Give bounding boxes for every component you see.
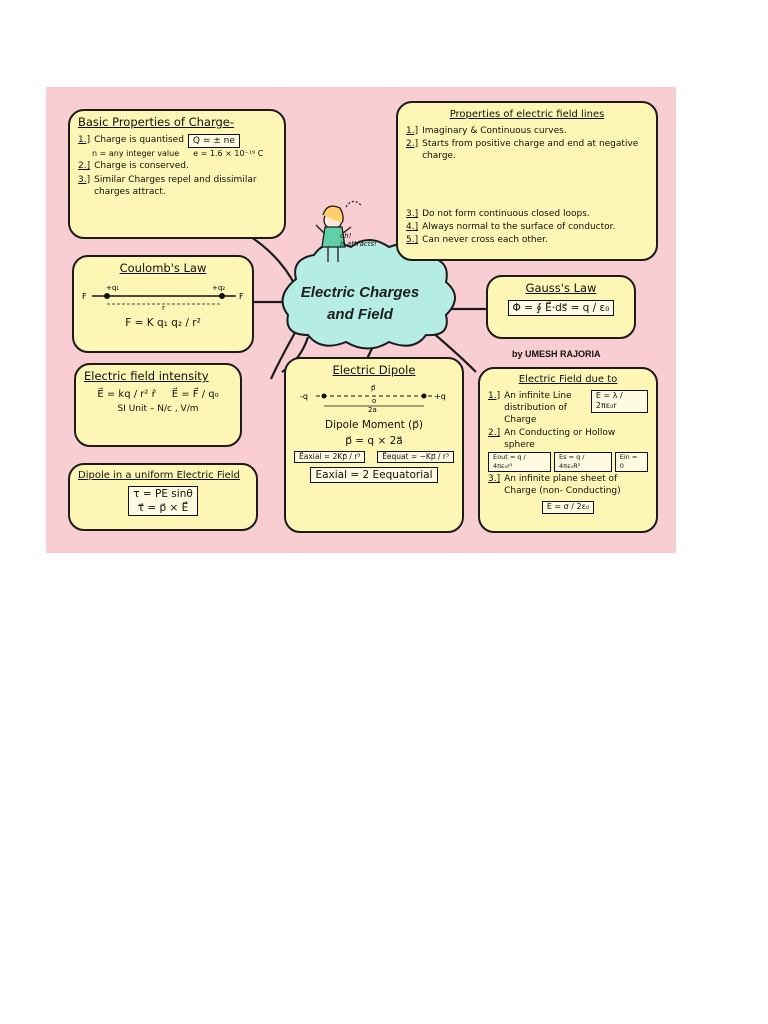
item-text: Starts from positive charge and end at n… — [422, 138, 639, 161]
field-intensity-title: Electric field intensity — [84, 369, 209, 383]
sphere-outside-formula: Eout = q / 4πε₀r² — [488, 452, 552, 472]
right-force-label: F — [239, 292, 244, 301]
intensity-formula-2: E⃗ = F⃗ / q₀ — [171, 388, 219, 400]
positive-charge-label: +q — [434, 392, 446, 401]
plane-sheet-formula: E = σ / 2ε₀ — [541, 501, 595, 514]
origin-label: o — [372, 397, 376, 405]
field-intensity-formulas: E⃗ = kq / r² r̂ E⃗ = F⃗ / q₀ — [84, 388, 232, 402]
torque-formula-vector: τ⃗ = p⃗ × E⃗ — [137, 501, 189, 514]
central-cloud — [281, 239, 456, 350]
item-number: 2.] — [406, 138, 419, 149]
speech-line-2: it attracts! — [340, 240, 377, 249]
item-number: 1.] — [78, 134, 91, 145]
coulomb-card: Coulomb's Law F F +q₁ +q₂ r F = K q₁ q₂ … — [72, 255, 254, 353]
dipole-title: Electric Dipole — [332, 363, 416, 377]
item-number: 1.] — [406, 125, 419, 136]
item-number: 3.] — [406, 208, 419, 219]
coulomb-formula: F = K q₁ q₂ / r² — [125, 316, 201, 329]
girl-illustration — [315, 200, 362, 262]
coulomb-title: Coulomb's Law — [119, 261, 207, 275]
line-charge-formula: E = λ / 2πε₀r — [590, 389, 648, 414]
gauss-title: Gauss's Law — [525, 281, 597, 295]
central-title-line-1: Electric Charges — [300, 284, 420, 301]
mind-map-poster: + − + — [46, 87, 676, 553]
item-number: 4.] — [406, 222, 419, 233]
coulomb-diagram: F F +q₁ +q₂ r — [82, 284, 244, 312]
central-topic: Electric Charges and Field — [280, 282, 440, 326]
field-line-item-2: 2.] Starts from positive charge and end … — [406, 138, 648, 162]
uniform-field-card: Dipole in a uniform Electric Field τ = P… — [68, 463, 258, 531]
field-line-item-1: 1.] Imaginary & Continuous curves. — [406, 125, 648, 137]
field-due-to-title: Electric Field due to — [518, 374, 618, 385]
left-force-label: F — [82, 292, 87, 301]
field-line-item-5: 5.] Can never cross each other. — [406, 234, 648, 246]
field-lines-title: Properties of electric field lines — [449, 109, 605, 120]
q2-label: +q₂ — [212, 284, 225, 292]
item-number: 5.] — [406, 235, 419, 246]
item-text: Similar Charges repel and dissimilar cha… — [94, 174, 257, 197]
item-number: 1.] — [488, 390, 501, 401]
basic-properties-card: Basic Properties of Charge- 1.] Charge i… — [68, 109, 286, 239]
field-line-item-4: 4.] Always normal to the surface of cond… — [406, 221, 648, 233]
item-number: 3.] — [488, 473, 501, 484]
item-text: Can never cross each other. — [422, 235, 548, 246]
item-text: Imaginary & Continuous curves. — [422, 125, 567, 136]
dipole-card: Electric Dipole -q +q p⃗ o 2a Dipole Mom… — [284, 357, 464, 533]
basic-properties-title: Basic Properties of Charge- — [78, 115, 235, 129]
separation-label: 2a — [368, 406, 377, 412]
quantisation-formula: Q = ± ne — [187, 133, 240, 148]
e-value: e = 1.6 × 10⁻¹⁹ C — [193, 148, 264, 158]
property-item-1: 1.] Charge is quantised Q = ± ne — [78, 133, 276, 148]
sphere-surface-formula: Es = q / 4πε₀R² — [554, 452, 612, 472]
gauss-card: Gauss's Law Φ = ∮ E⃗·ds⃗ = q / ε₀ — [486, 275, 636, 339]
field-intensity-card: Electric field intensity E⃗ = kq / r² r̂… — [74, 363, 242, 447]
uniform-field-title: Dipole in a uniform Electric Field — [78, 470, 240, 481]
negative-charge-label: -q — [300, 392, 308, 401]
sphere-formulas: Eout = q / 4πε₀r² Es = q / 4πε₀R² Ein = … — [488, 452, 648, 472]
item-text: Do not form continuous closed loops. — [422, 208, 590, 219]
axial-field-formula: E⃗axial = 2Kp⃗ / r³ — [294, 451, 366, 464]
p-label: p⃗ — [371, 384, 376, 392]
property-item-2: 2.] Charge is conserved. — [78, 160, 276, 172]
field-due-item-1: 1.] An infinite Line distribution of Cha… — [488, 389, 648, 426]
intensity-formula-1: E⃗ = kq / r² r̂ — [97, 388, 156, 400]
item-text: An Conducting or Hollow sphere — [504, 427, 616, 451]
torque-formula: τ = PE sinθ τ⃗ = p⃗ × E⃗ — [128, 485, 198, 516]
item-text: Always normal to the surface of conducto… — [422, 222, 616, 233]
field-due-item-3: 3.] An infinite plane sheet of Charge (n… — [488, 473, 648, 497]
item-number: 2.] — [488, 427, 501, 438]
field-lines-card: Properties of electric field lines 1.] I… — [396, 101, 658, 261]
item-text: An infinite plane sheet of Charge (non- … — [504, 473, 621, 496]
speech-bubble: oh! it attracts! — [340, 232, 377, 249]
speech-line-1: oh! — [340, 232, 352, 240]
axial-equatorial-relation: Eaxial = 2 Eequatorial — [310, 467, 438, 484]
item-number: 2.] — [78, 161, 91, 172]
equatorial-field-formula: E⃗equat = −Kp⃗ / r³ — [377, 451, 454, 464]
field-due-item-2: 2.] An Conducting or Hollow sphere — [488, 427, 648, 451]
distance-label: r — [162, 304, 165, 310]
property-item-3: 3.] Similar Charges repel and dissimilar… — [78, 174, 276, 198]
gauss-formula: Φ = ∮ E⃗·ds⃗ = q / ε₀ — [507, 299, 615, 316]
item-text: Charge is quantised — [94, 134, 184, 145]
q1-label: +q₁ — [106, 284, 119, 292]
sphere-inside-formula: Ein = 0 — [614, 452, 648, 472]
item-number: 3.] — [78, 174, 91, 185]
dipole-diagram: -q +q p⃗ o 2a — [300, 384, 446, 414]
dipole-field-formulas: E⃗axial = 2Kp⃗ / r³ E⃗equat = −Kp⃗ / r³ — [294, 451, 454, 464]
item-text: An infinite Line distribution of Charge — [504, 390, 572, 425]
field-due-to-card: Electric Field due to 1.] An infinite Li… — [478, 367, 658, 533]
central-title-line-2: and Field — [327, 305, 393, 323]
si-unit: SI Unit – N/c , V/m — [117, 404, 199, 415]
author-credit: by UMESH RAJORIA — [512, 349, 601, 359]
quantisation-notes: n = any integer value e = 1.6 × 10⁻¹⁹ C — [78, 149, 276, 160]
item-text: Charge is conserved. — [94, 161, 189, 172]
diagram-spacer — [406, 163, 648, 207]
dipole-moment-label: Dipole Moment (p⃗) — [325, 418, 423, 431]
dipole-moment-formula: p⃗ = q × 2a⃗ — [345, 434, 403, 447]
torque-formula-scalar: τ = PE sinθ — [133, 487, 193, 500]
mind-map-branches: + − + — [220, 167, 624, 380]
field-line-item-3: 3.] Do not form continuous closed loops. — [406, 208, 648, 220]
n-note: n = any integer value — [92, 148, 180, 158]
